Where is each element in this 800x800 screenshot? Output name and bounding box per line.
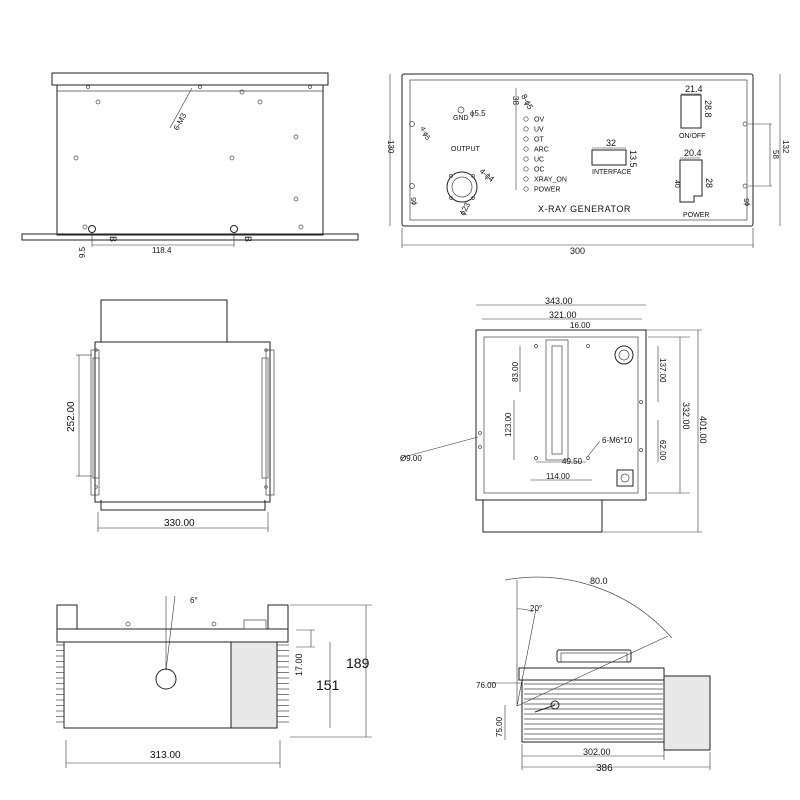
view-3-height: 252.00 <box>66 401 77 432</box>
view-1-marker-b-right: B <box>243 236 253 242</box>
view-2-output-label: OUTPUT <box>451 146 481 153</box>
view-1-hole-label: 9.5 <box>78 246 87 258</box>
indicator-led <box>523 146 529 152</box>
view-4-h-332: 332.00 <box>681 402 691 430</box>
indicator-label: XRAY_ON <box>534 177 567 184</box>
view-2-interface-h: 13.5 <box>628 150 638 168</box>
view-4-h-137: 137.00 <box>658 358 667 383</box>
indicator-label: UV <box>534 127 544 134</box>
view-2-height-left: 130 <box>386 140 395 154</box>
view-5-fins-left <box>56 644 64 723</box>
view-5-angle: 6° <box>190 596 198 605</box>
view-5-width: 313.00 <box>150 750 181 761</box>
view-2-indicator-header: 8-ϕ5 <box>519 93 535 112</box>
view-1-marker-b-left: B <box>108 236 118 242</box>
view-2-right-hole-small: ϕ5 <box>744 198 751 206</box>
view-4-screws: 6-M6*10 <box>602 436 633 445</box>
view-4-w-outer: 343.00 <box>545 296 573 306</box>
view-2-indicator-list: OV UV OT ARC UC OC XRAY_ON POWER <box>523 116 567 194</box>
view-4-h-401: 401.00 <box>698 416 708 444</box>
indicator-label: POWER <box>534 187 560 194</box>
view-1-screw-label: 6-M3 <box>172 111 189 132</box>
view-2-front-panel: 4-ϕ5 ϕ5 GND ϕ5.5 OUTPUT 4-ϕ4 ϕ23 8-ϕ5 38… <box>386 73 790 256</box>
view-2-gnd-hole-label: ϕ5.5 <box>470 109 486 118</box>
view-5-fins-right <box>277 644 289 723</box>
view-2-power-aux: 40 <box>673 180 680 188</box>
indicator-label: UC <box>534 157 544 164</box>
view-6-side-angle: 80.0 20° 76.00 75.00 302.00 386 <box>476 576 711 774</box>
indicator-label: OV <box>534 117 544 124</box>
view-4-hole-dia: Ø9.00 <box>400 454 422 463</box>
indicator-label: OC <box>534 167 545 174</box>
view-2-power-label: POWER <box>683 212 709 219</box>
view-4-w-slot: 16.00 <box>570 321 591 330</box>
view-1-mount-holes <box>73 85 312 233</box>
view-5-h-17: 17.00 <box>294 653 304 676</box>
indicator-label: OT <box>534 137 544 144</box>
view-4-w-114: 114.00 <box>546 472 570 481</box>
view-4-w-inner: 321.00 <box>549 310 577 320</box>
view-3-width: 330.00 <box>164 518 195 529</box>
view-2-onoff-label: ON/OFF <box>679 133 705 140</box>
view-4-h-83: 83.00 <box>511 361 520 382</box>
view-2-power-w: 20.4 <box>684 148 702 158</box>
view-2-width: 300 <box>570 246 585 256</box>
view-2-right-span: 58 <box>771 150 780 159</box>
view-6-fins <box>524 683 663 740</box>
view-4-w-49: 49.50 <box>562 457 583 466</box>
view-5-h-189: 189 <box>346 655 370 671</box>
view-2-output-dia-label: ϕ23 <box>458 200 472 217</box>
view-2-title: X-RAY GENERATOR <box>538 204 631 214</box>
view-4-bottom: 343.00 321.00 16.00 83.00 123.00 137.00 … <box>399 296 708 533</box>
view-2-interface-w: 32 <box>606 138 616 148</box>
view-2-left-hole-small: ϕ5 <box>411 197 418 205</box>
view-6-h-75: 75.00 <box>495 716 504 737</box>
indicator-led <box>523 126 529 132</box>
view-6-angle-20: 20° <box>530 604 542 613</box>
view-2-height-right: 132 <box>781 140 790 154</box>
view-2-interface-label: INTERFACE <box>592 169 632 176</box>
view-5-front-section: 6° 17.00 151 189 313.00 <box>56 595 372 768</box>
indicator-led <box>523 116 529 122</box>
view-2-power-h: 28 <box>704 178 714 188</box>
view-6-h-76: 76.00 <box>476 681 497 690</box>
view-6-w-302: 302.00 <box>583 747 611 757</box>
view-2-left-holes-label: 4-ϕ5 <box>418 126 431 142</box>
view-4-h-123: 123.00 <box>504 412 513 437</box>
indicator-led <box>523 156 529 162</box>
view-1-span-label: 118.4 <box>152 246 172 255</box>
view-2-output-bolts-label: 4-ϕ4 <box>478 167 496 185</box>
view-2-onoff-w: 21.4 <box>685 84 703 94</box>
indicator-led <box>523 166 529 172</box>
view-2-gnd-label: GND <box>453 115 469 122</box>
indicator-led <box>523 186 529 192</box>
indicator-label: ARC <box>534 147 549 154</box>
indicator-led <box>523 176 529 182</box>
view-1-enclosure-back: 6-M3 B B 118.4 9.5 <box>21 72 359 258</box>
view-5-h-151: 151 <box>316 677 340 693</box>
view-3-side: 252.00 330.00 <box>66 299 275 532</box>
indicator-led <box>523 136 529 142</box>
view-6-angle-80: 80.0 <box>590 576 608 586</box>
view-2-onoff-h: 28.8 <box>703 100 713 118</box>
view-4-h-62: 62.00 <box>658 440 667 461</box>
view-2-indicator-pitch: 38 <box>511 96 520 105</box>
view-6-w-386: 386 <box>596 763 613 774</box>
